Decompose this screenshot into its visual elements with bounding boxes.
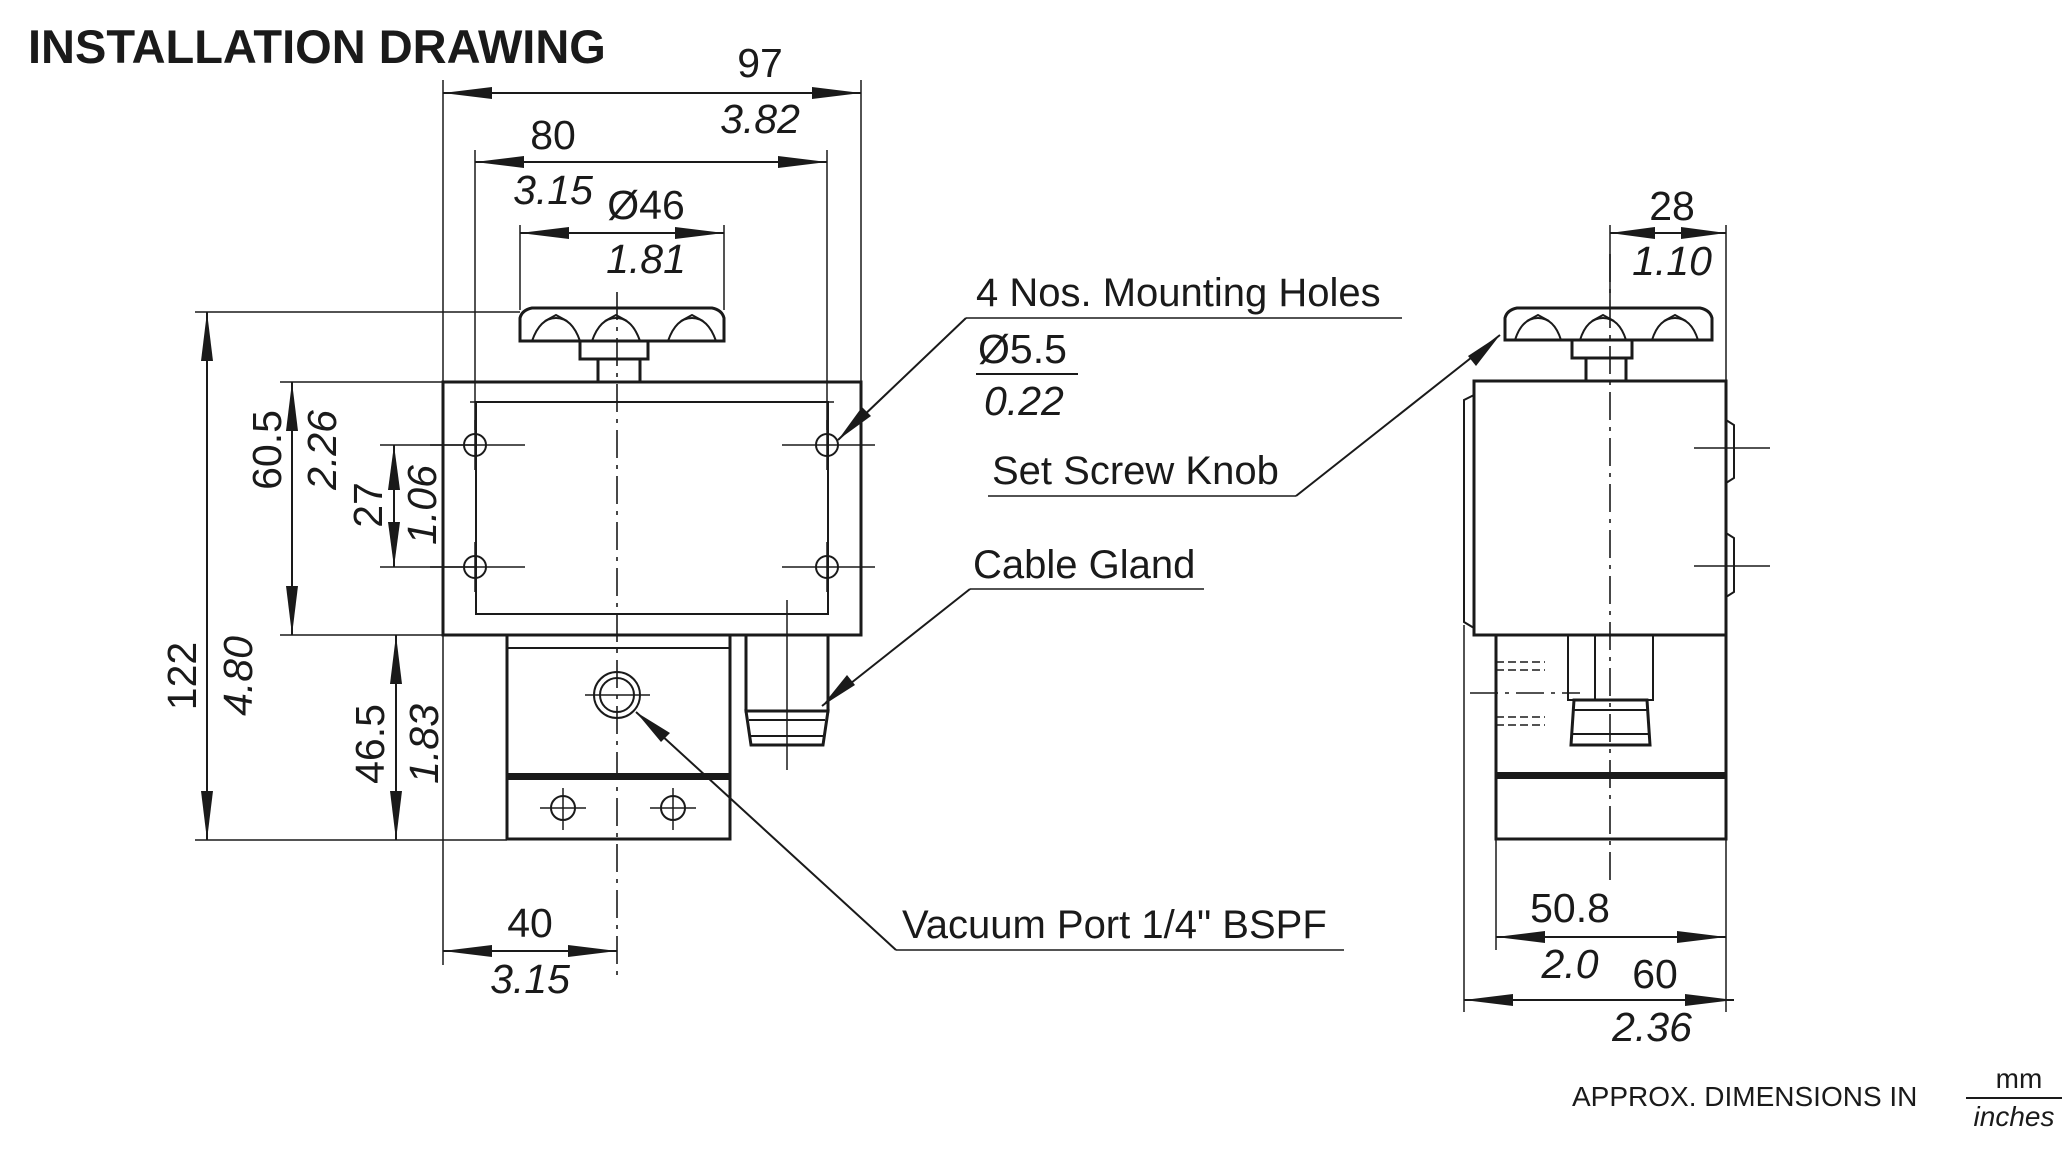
dim-122-in: 4.80 [215, 636, 261, 716]
dim-122-mm: 122 [159, 642, 205, 710]
front-knob [518, 306, 726, 384]
dim-27-in: 1.06 [399, 465, 445, 545]
dim-60-5-mm: 60.5 [244, 410, 290, 490]
callout-mounting-holes-in: 0.22 [984, 378, 1064, 424]
callout-set-screw-knob: Set Screw Knob [992, 449, 1279, 493]
dim-80-mm: 80 [530, 112, 576, 158]
front-view [430, 292, 875, 980]
callout-vacuum-port: Vacuum Port 1/4" BSPF [902, 903, 1327, 947]
cable-gland [744, 600, 830, 770]
front-dimensions: 97 3.82 80 3.15 Ø46 1.81 122 4.80 60.5 2… [159, 40, 862, 1002]
callouts: 4 Nos. Mounting Holes Ø5.5 0.22 Cable Gl… [635, 271, 1501, 951]
dim-97-in: 3.82 [720, 96, 800, 142]
callout-cable-gland: Cable Gland [973, 543, 1195, 587]
units-note: APPROX. DIMENSIONS IN mm inches [1572, 1063, 2062, 1132]
dim-28-in: 1.10 [1632, 238, 1712, 284]
units-note-numerator: mm [1996, 1063, 2043, 1094]
dim-50-8-in: 2.0 [1541, 941, 1599, 987]
dim-50-8-mm: 50.8 [1530, 885, 1610, 931]
mounting-holes [430, 420, 875, 592]
dim-28-mm: 28 [1649, 183, 1695, 229]
callout-mounting-holes-mm: Ø5.5 [978, 326, 1067, 372]
dim-40-mm: 40 [507, 900, 553, 946]
dim-46-5-mm: 46.5 [347, 704, 393, 784]
dim-80-in: 3.15 [513, 167, 593, 213]
drawing-title: INSTALLATION DRAWING [28, 20, 606, 73]
dim-46-mm: Ø46 [607, 182, 685, 228]
side-base-block [1470, 633, 1728, 841]
dim-60-in: 2.36 [1611, 1004, 1692, 1050]
units-note-denominator: inches [1974, 1101, 2055, 1132]
dim-46-in: 1.81 [606, 236, 686, 282]
front-base-block [505, 633, 732, 841]
callout-mounting-holes: 4 Nos. Mounting Holes [976, 271, 1381, 315]
front-housing [441, 380, 863, 637]
dim-97-mm: 97 [737, 40, 783, 86]
dim-60-5-in: 2.26 [299, 410, 345, 491]
dim-40-in: 3.15 [490, 956, 570, 1002]
side-dimensions: 28 1.10 50.8 2.0 60 2.36 [1463, 183, 1734, 1050]
dim-46-5-in: 1.83 [401, 704, 447, 784]
side-knob [1503, 306, 1714, 383]
dim-60-mm: 60 [1632, 951, 1678, 997]
side-view [1463, 254, 1770, 880]
side-housing [1463, 379, 1770, 637]
dim-27-mm: 27 [345, 482, 391, 528]
units-note-prefix: APPROX. DIMENSIONS IN [1572, 1081, 1917, 1112]
